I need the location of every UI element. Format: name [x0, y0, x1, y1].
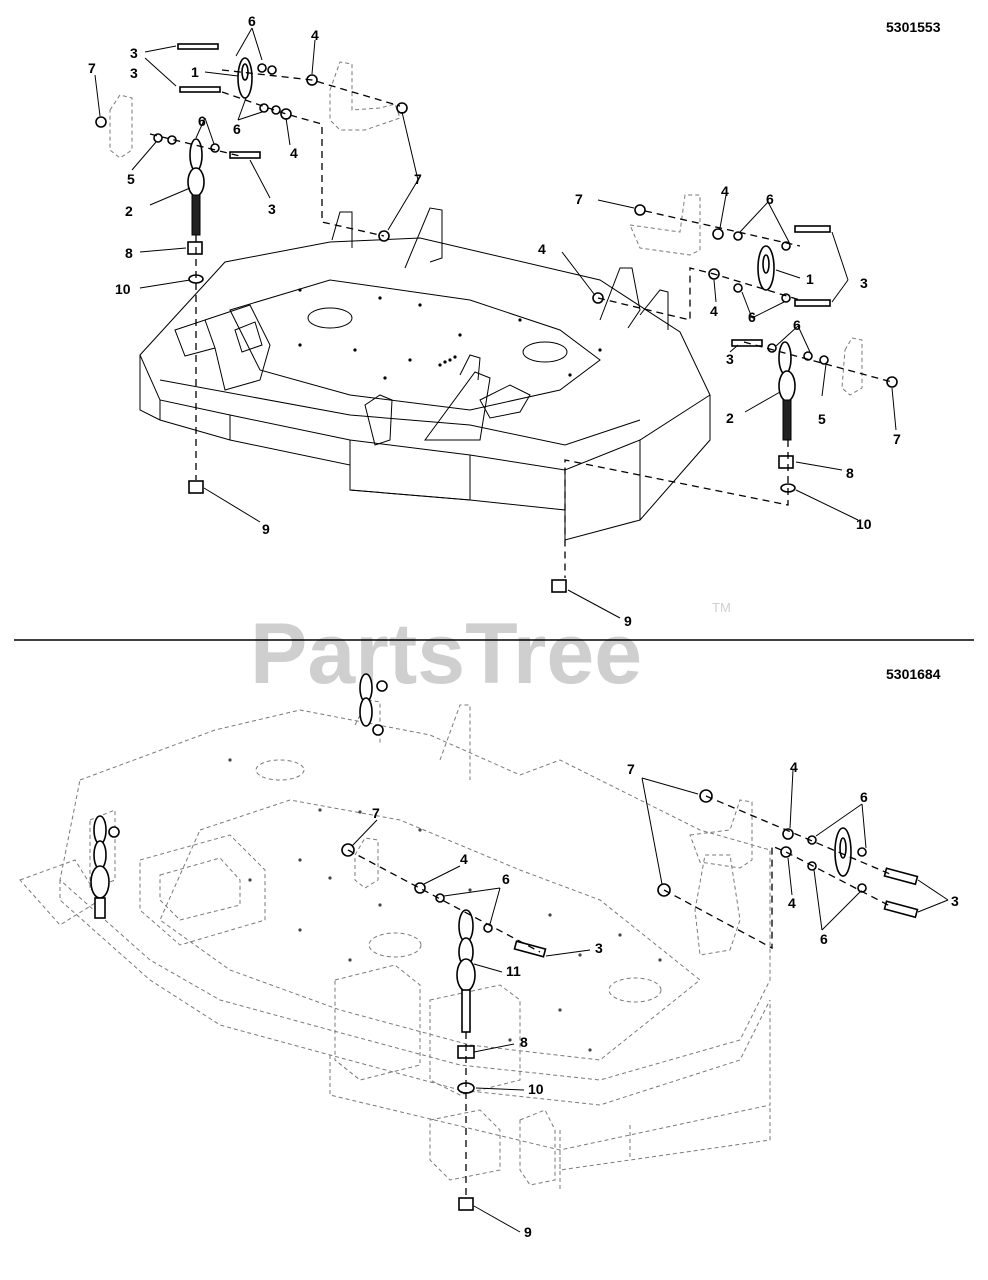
callout-t2a: 2 [125, 203, 133, 219]
callout-b6a: 6 [502, 871, 510, 887]
watermark-text: PartsTree [250, 606, 642, 702]
callout-t4e: 4 [710, 303, 718, 319]
top-left-chain-link-2 [187, 138, 205, 236]
bottom-center-hardware [341, 843, 547, 1211]
callout-t4b: 4 [290, 145, 298, 161]
callout-t9a: 9 [262, 521, 270, 537]
callout-b11: 11 [506, 963, 521, 979]
callout-t5b: 5 [818, 411, 826, 427]
bottom-right-hanger-bracket [689, 799, 753, 869]
callout-t10b: 10 [856, 516, 872, 532]
callout-b3b: 3 [951, 893, 959, 909]
callout-t4d: 4 [538, 241, 546, 257]
callout-b4c: 4 [788, 895, 796, 911]
callout-t6e: 6 [748, 309, 756, 325]
top-left-bolts [177, 43, 261, 159]
callout-b10: 10 [528, 1081, 544, 1097]
callout-b4a: 4 [460, 851, 468, 867]
callout-t6b: 6 [233, 121, 241, 137]
callout-t4c: 4 [721, 183, 729, 199]
top-mower-deck [139, 207, 711, 541]
top-left-hanger-bracket-upper [109, 61, 401, 159]
top-right-dashed-paths [564, 210, 893, 578]
top-left-dashed-paths [149, 69, 401, 480]
bottom-deck-holes [228, 758, 662, 1052]
callout-b6b: 6 [860, 789, 868, 805]
top-right-hanger-bracket [629, 194, 863, 396]
callout-t4a: 4 [311, 27, 319, 43]
callout-b9: 9 [524, 1224, 532, 1240]
callout-t2b: 2 [726, 410, 734, 426]
callout-b4b: 4 [790, 759, 798, 775]
top-callouts: 6 3 4 7 1 3 6 6 4 5 7 2 3 8 10 9 7 4 6 4… [88, 13, 901, 629]
top-right-chain-link-2 [778, 341, 796, 441]
callout-b3a: 3 [595, 940, 603, 956]
callout-t1a: 1 [191, 64, 199, 80]
bottom-installed-chain-rear [359, 673, 388, 736]
callout-t6d: 6 [766, 191, 774, 207]
callout-t3d: 3 [860, 275, 868, 291]
callout-t3e: 3 [726, 351, 734, 367]
drawing-number-top: 5301553 [886, 19, 941, 35]
top-leader-lines [94, 27, 897, 619]
top-deck-holes [298, 288, 602, 380]
drawing-number-bottom: 5301684 [886, 666, 941, 682]
top-right-bolts [731, 225, 831, 347]
callout-t10a: 10 [115, 281, 131, 297]
bottom-mower-deck [19, 699, 771, 1190]
callout-t7c: 7 [575, 191, 583, 207]
callout-b6c: 6 [820, 931, 828, 947]
callout-t7b: 7 [414, 171, 422, 187]
top-left-washers-nuts [95, 63, 408, 494]
bottom-right-dashed [663, 795, 891, 950]
top-left-chain-link-1 [237, 57, 253, 99]
bottom-right-chain [834, 827, 852, 877]
bottom-leader-lines [351, 769, 949, 1233]
callout-t6c: 6 [198, 113, 206, 129]
callout-t1b: 1 [806, 271, 814, 287]
bottom-callouts: 7 4 6 3 11 8 10 9 7 4 6 4 6 3 [372, 759, 959, 1240]
callout-t6f: 6 [793, 317, 801, 333]
callout-t3c: 3 [268, 201, 276, 217]
callout-t5a: 5 [127, 171, 135, 187]
callout-t7a: 7 [88, 60, 96, 76]
top-right-washers-nuts [551, 204, 898, 593]
callout-b8: 8 [520, 1034, 528, 1050]
bottom-installed-chain-left [90, 815, 120, 919]
callout-b7a: 7 [372, 805, 380, 821]
bottom-center-chain [456, 909, 476, 1033]
callout-t3a: 3 [130, 45, 138, 61]
top-right-chain-link-1 [757, 245, 775, 291]
bottom-center-dashed [347, 849, 541, 1196]
callout-t8b: 8 [846, 465, 854, 481]
bottom-center-hanger-bracket [354, 837, 379, 889]
callout-t6a: 6 [248, 13, 256, 29]
watermark-trademark: TM [712, 600, 731, 615]
callout-t8a: 8 [125, 245, 133, 261]
callout-b7b: 7 [627, 761, 635, 777]
callout-t3b: 3 [130, 65, 138, 81]
callout-t7d: 7 [893, 431, 901, 447]
callout-t9b: 9 [624, 613, 632, 629]
